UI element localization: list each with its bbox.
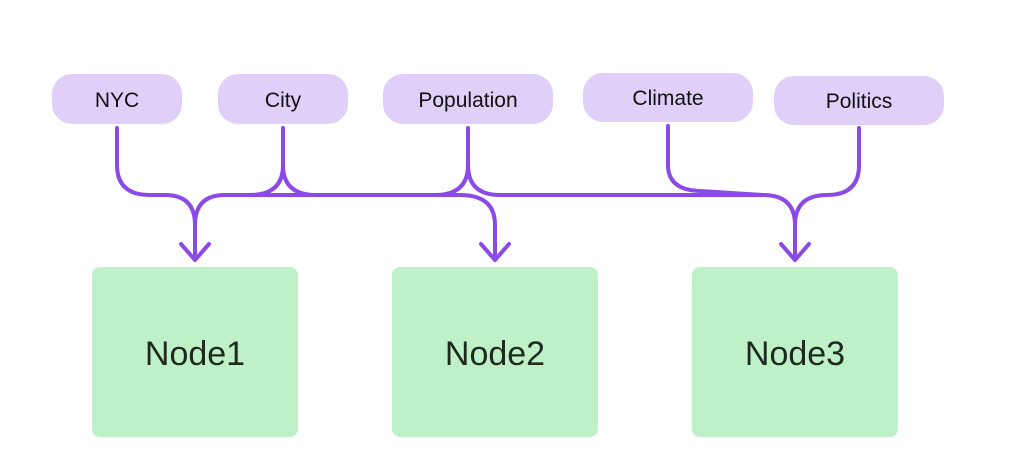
- tag-label-nyc: NYC: [95, 89, 139, 112]
- node-box-2[interactable]: Node2: [392, 267, 598, 437]
- tag-population[interactable]: Population: [383, 74, 553, 124]
- connector-city-to-node1: [193, 126, 285, 227]
- node-label-1: Node1: [145, 335, 245, 373]
- tag-label-population: Population: [418, 89, 517, 112]
- node-box-1[interactable]: Node1: [92, 267, 298, 437]
- tag-politics[interactable]: Politics: [774, 76, 944, 125]
- connector-climate-to-node3: [666, 124, 765, 197]
- tag-city[interactable]: City: [218, 74, 348, 124]
- connector-politics-to-node3: [793, 126, 861, 227]
- tag-nyc[interactable]: NYC: [52, 74, 182, 124]
- connector-population-to-node3: [466, 163, 797, 260]
- connector-city-to-node2: [281, 163, 497, 260]
- connector-population-to-node1: [223, 126, 470, 197]
- arrowhead-node1: [179, 242, 211, 262]
- tag-label-politics: Politics: [826, 90, 893, 113]
- node-label-3: Node3: [745, 335, 845, 373]
- tag-label-city: City: [265, 89, 302, 112]
- connector-lines: [115, 124, 861, 262]
- arrowhead-node2: [479, 242, 511, 262]
- node-label-2: Node2: [445, 335, 545, 373]
- tag-climate[interactable]: Climate: [583, 73, 753, 122]
- node-box-3[interactable]: Node3: [692, 267, 898, 437]
- tag-label-climate: Climate: [632, 87, 703, 110]
- connector-nyc-to-node1: [115, 126, 197, 260]
- arrowhead-node3: [779, 242, 811, 262]
